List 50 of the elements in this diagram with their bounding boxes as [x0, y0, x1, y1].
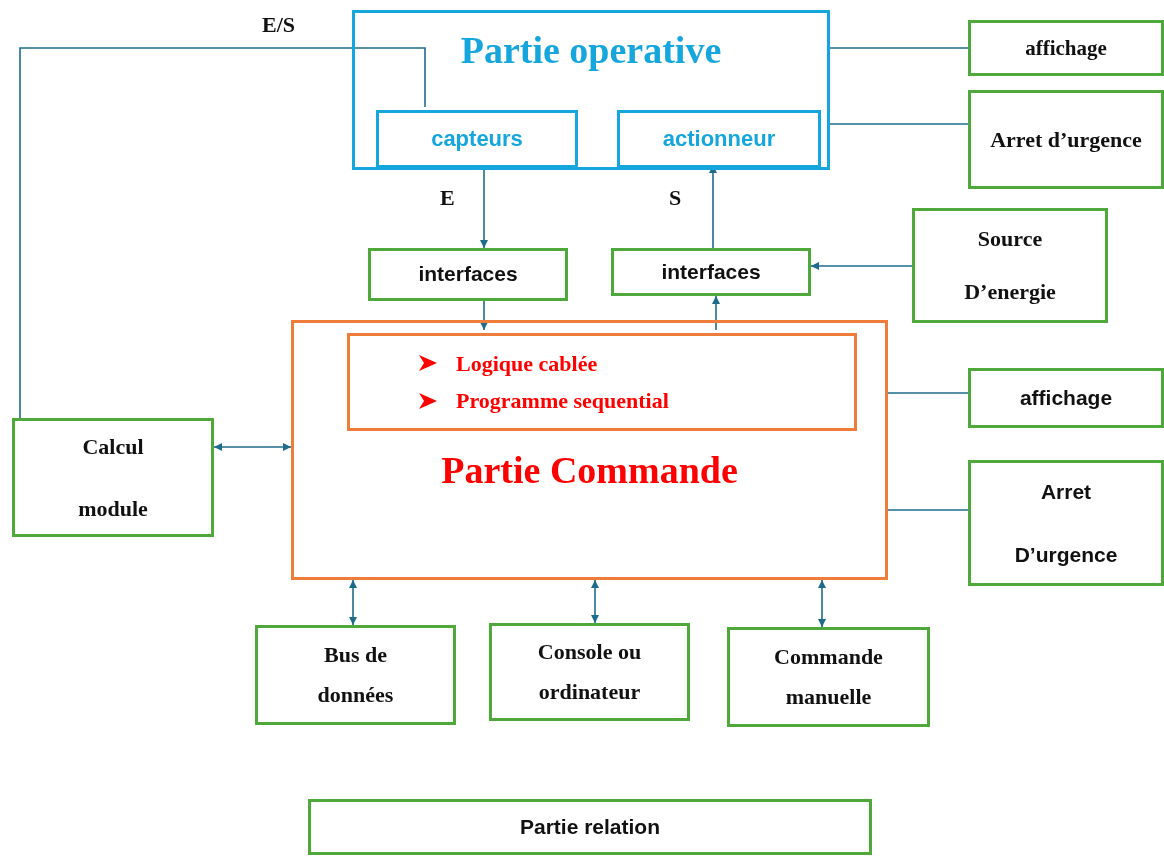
process-box [376, 110, 578, 168]
box-label: actionneur [662, 126, 776, 152]
arrow [712, 295, 720, 331]
process-box [368, 248, 568, 301]
process-box [912, 208, 1108, 323]
process-box [352, 10, 830, 170]
edge-label: E/S [262, 14, 296, 36]
process-box [968, 90, 1164, 189]
arrow [818, 579, 826, 628]
process-box [617, 110, 821, 168]
process-box [968, 368, 1164, 428]
process-box [255, 625, 456, 725]
box-label: Console ou ordinateur [536, 638, 643, 706]
connector-line [19, 47, 426, 419]
arrow [810, 262, 913, 270]
box-label: Calcul module [77, 432, 149, 523]
process-box [291, 320, 888, 580]
connector-line [829, 123, 969, 125]
process-box [968, 20, 1164, 76]
process-box [12, 418, 214, 537]
arrow [480, 300, 488, 331]
process-box [347, 333, 857, 431]
box-label: Commande manuelle [773, 643, 884, 711]
connector-line [829, 47, 969, 49]
box-label: Source D’energie [963, 224, 1057, 306]
process-box [489, 623, 690, 721]
box-label: interfaces [418, 262, 518, 287]
process-box [968, 460, 1164, 586]
arrow [591, 579, 599, 624]
edge-label: S [669, 186, 682, 209]
box-label: Bus de données [316, 641, 395, 709]
box-label: Partie Commande [441, 449, 738, 493]
list-item: Logique cablée [456, 350, 598, 376]
connector-line [887, 509, 969, 511]
box-label: Partie operative [460, 29, 722, 73]
edge-label: E [440, 186, 455, 209]
connector-line [887, 392, 969, 394]
arrow [213, 443, 292, 451]
process-box [308, 799, 872, 855]
list-item: Programme sequential [456, 388, 669, 414]
box-label: Arret D’urgence [1013, 479, 1119, 568]
process-box [727, 627, 930, 727]
box-label: affichage [1025, 35, 1107, 61]
box-label: interfaces [661, 259, 761, 285]
box-label: Partie relation [519, 814, 661, 840]
arrow [349, 579, 357, 626]
box-label: capteurs [431, 126, 523, 152]
box-label: Arret d’urgence [990, 125, 1142, 154]
process-box [611, 248, 811, 296]
box-label: affichage [1019, 385, 1113, 411]
